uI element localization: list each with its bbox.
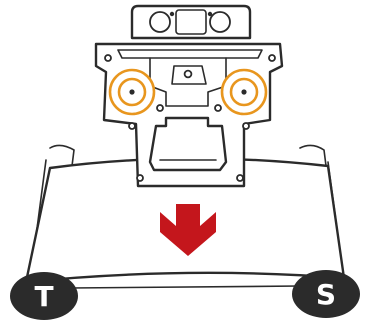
screw-hole [236, 174, 244, 182]
screw-hole [156, 104, 164, 112]
inner-cutout [148, 116, 228, 172]
screw-hole [268, 54, 276, 62]
center-slot [171, 65, 207, 85]
screw-hole [242, 122, 250, 130]
roller-t: T [10, 272, 78, 320]
roller-s-label: S [316, 278, 336, 311]
down-arrow-icon [160, 204, 216, 256]
screw-hole [136, 174, 144, 182]
top-center-window [175, 9, 207, 35]
head-assembly [94, 4, 284, 188]
top-right-lens [209, 11, 231, 33]
screw-hole [128, 122, 136, 130]
screw-hole [104, 54, 112, 62]
head-top-bar [117, 49, 263, 59]
roller-t-label: T [34, 280, 53, 313]
top-left-lens [149, 11, 171, 33]
right-reel [220, 68, 268, 116]
roller-s: S [292, 270, 360, 318]
bottom-rail [69, 285, 301, 289]
left-reel [108, 68, 156, 116]
screw-hole [214, 104, 222, 112]
